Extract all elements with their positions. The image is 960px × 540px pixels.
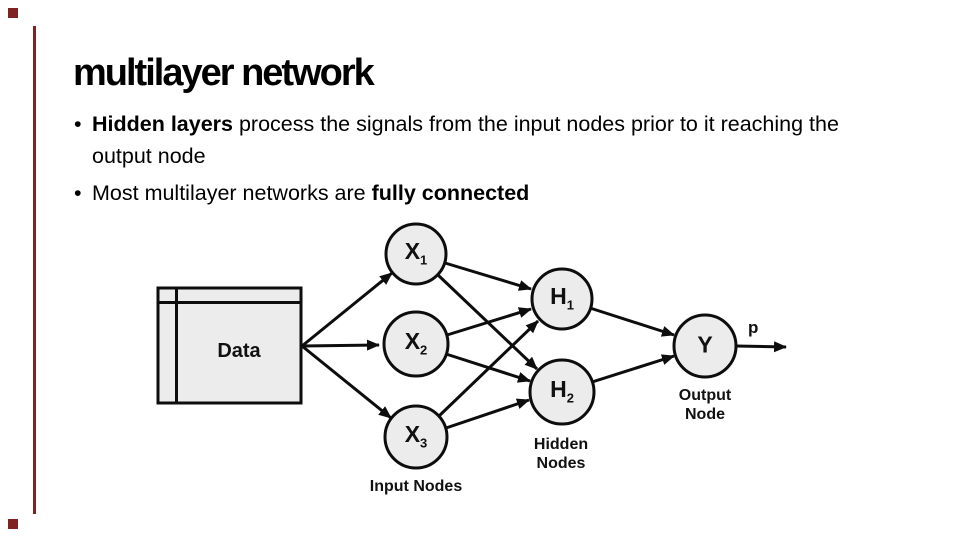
bullet-list: Hidden layers process the signals from t… xyxy=(70,108,870,214)
bullet-item-1: Hidden layers process the signals from t… xyxy=(70,108,870,172)
diagram-edges xyxy=(301,261,787,430)
node-x2-circle xyxy=(382,310,450,378)
data-box-rect xyxy=(156,286,303,405)
node-h2-label: H2 xyxy=(550,376,574,406)
hidden-nodes-label: Hidden Nodes xyxy=(534,436,588,473)
output-arrow xyxy=(735,341,787,353)
output-node-label-line2: Node xyxy=(684,405,725,423)
left-border-line xyxy=(33,26,36,514)
edge-x1-h1 xyxy=(444,261,532,291)
node-label-base: H xyxy=(550,376,567,403)
node-h1-label: H1 xyxy=(550,283,574,313)
node-x3-label: X3 xyxy=(405,421,428,451)
edge-h1-y xyxy=(589,306,675,337)
node-y-label: Y xyxy=(697,331,712,358)
node-label-sub: 3 xyxy=(420,435,428,451)
output-node-label-line1: Output xyxy=(678,387,732,404)
text-segment: Most multilayer networks are xyxy=(92,181,372,205)
node-h1-circle xyxy=(530,267,594,331)
node-y-circle xyxy=(672,313,738,379)
data-box xyxy=(156,286,303,405)
node-h2-circle xyxy=(528,358,596,426)
left-border-square-bottom xyxy=(8,519,18,529)
node-label-base: X xyxy=(404,421,421,448)
node-x2-label: X2 xyxy=(405,328,428,358)
edge-data-x2 xyxy=(301,339,380,351)
edge-data-x1 xyxy=(301,271,393,348)
hidden-nodes-label-line1: Hidden xyxy=(533,436,589,453)
output-arrow-label: p xyxy=(748,318,759,337)
node-label-base: Y xyxy=(697,331,713,358)
output-node-label: Output Node xyxy=(679,387,731,424)
node-x1-circle xyxy=(384,222,448,286)
text-segment: process the signals from the input nodes… xyxy=(92,112,839,168)
edge-x2-h1 xyxy=(446,307,532,337)
bullet-item-2: Most multilayer networks are fully conne… xyxy=(70,177,870,209)
diagram-nodes xyxy=(382,222,738,470)
text-segment: Hidden layers xyxy=(92,112,233,136)
text-segment: fully connected xyxy=(371,181,530,205)
node-x1-label: X1 xyxy=(405,238,428,268)
node-label-sub: 2 xyxy=(420,342,428,358)
slide-title: multilayer network xyxy=(73,52,375,94)
edge-data-x3 xyxy=(301,344,392,420)
node-x3-circle xyxy=(383,404,449,470)
node-label-base: X xyxy=(404,238,421,265)
node-label-base: X xyxy=(404,328,421,355)
input-nodes-label: Input Nodes xyxy=(369,478,463,495)
edge-x3-h1 xyxy=(437,319,540,418)
node-label-base: H xyxy=(550,283,567,310)
hidden-nodes-label-line2: Nodes xyxy=(536,454,586,472)
left-border-square-top xyxy=(8,8,18,18)
node-label-sub: 1 xyxy=(420,252,428,268)
edge-h2-y xyxy=(591,354,675,384)
data-box-label: Data xyxy=(217,340,261,362)
edge-x3-h2 xyxy=(445,398,530,430)
node-label-sub: 1 xyxy=(566,297,574,313)
node-label-sub: 2 xyxy=(566,390,574,406)
